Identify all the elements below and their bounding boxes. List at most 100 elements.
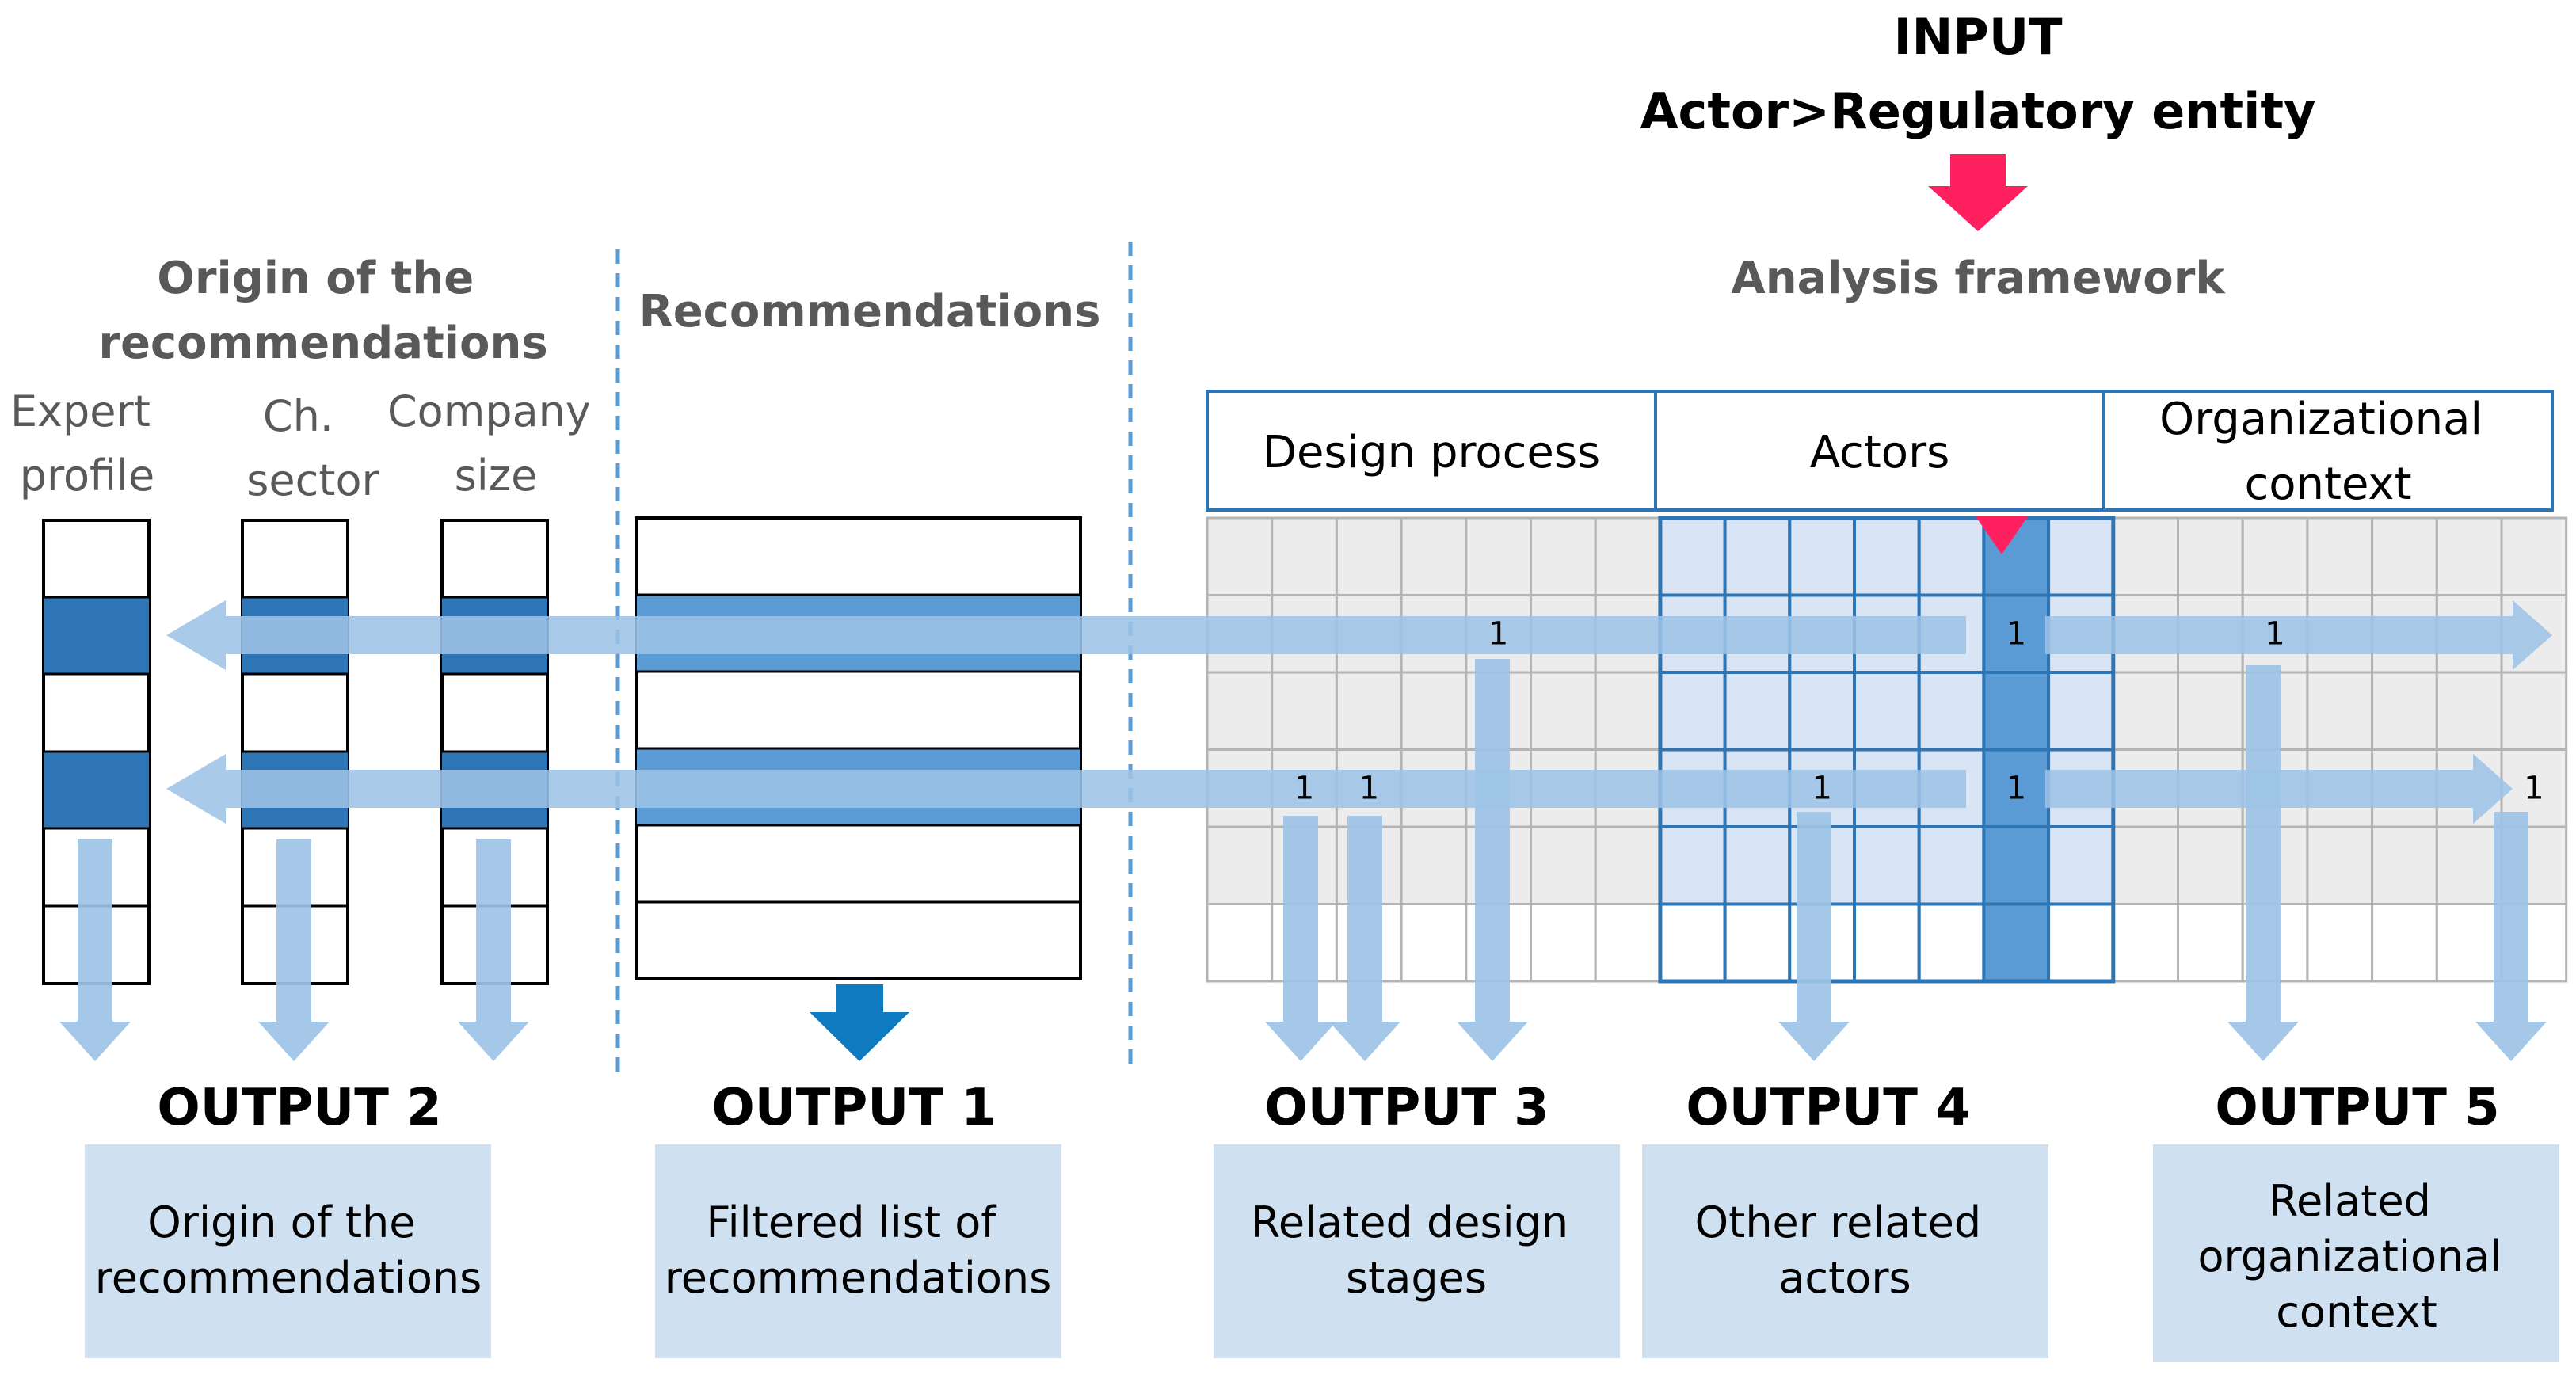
matrix-cell xyxy=(1853,671,1921,752)
matrix-cell xyxy=(1723,902,1792,983)
matrix-cell xyxy=(2306,903,2374,983)
output-3-text: Related design stages xyxy=(1251,1197,1583,1303)
actors-block-outline xyxy=(1658,516,2116,984)
matrix-cell xyxy=(1530,671,1597,751)
matrix-cell xyxy=(1530,825,1597,905)
matrix-cell xyxy=(1853,902,1921,983)
matrix-cell xyxy=(1658,671,1727,752)
matrix-cell xyxy=(1982,593,2051,674)
origin-column-label-ch-sector: Ch. sector xyxy=(246,391,379,505)
matrix-cell xyxy=(1335,516,1403,596)
matrix-cell xyxy=(1271,671,1338,751)
matrix-mark-one: 1 xyxy=(2265,615,2284,652)
org-col20-down-arrow xyxy=(2475,812,2547,1061)
matrix-cell xyxy=(1788,516,1857,597)
matrix-mark-one: 1 xyxy=(2006,770,2026,806)
framework-section-design-process: Design process xyxy=(1263,427,1600,478)
matrix-cell xyxy=(2500,516,2568,596)
matrix-cell xyxy=(2306,516,2374,596)
matrix-cell xyxy=(1206,516,1274,596)
row1-right-arrow xyxy=(2045,600,2552,670)
matrix-mark-one: 1 xyxy=(2006,615,2026,652)
input-arrow xyxy=(1928,154,2028,231)
matrix-cell xyxy=(1853,825,1921,906)
recommendations-list xyxy=(635,516,1082,980)
matrix-cell xyxy=(2371,825,2438,905)
matrix-cell xyxy=(1917,516,1986,597)
matrix-cell xyxy=(1982,671,2051,752)
matrix-cell xyxy=(1400,825,1468,905)
matrix-cell xyxy=(2500,671,2568,751)
row3-left-arrow xyxy=(166,754,1966,824)
matrix-cell xyxy=(1917,825,1986,906)
design-process-header-box xyxy=(1206,390,1657,512)
matrix-mark-one: 1 xyxy=(2524,770,2544,806)
output-1-box xyxy=(655,1144,1061,1358)
design-col1-down-arrow xyxy=(1265,816,1336,1061)
analysis-framework-header: Analysis framework xyxy=(1731,253,2226,304)
matrix-cell xyxy=(1658,825,1727,906)
output-2-box xyxy=(85,1144,491,1358)
output-3-box xyxy=(1214,1144,1620,1358)
matrix-cell xyxy=(1206,825,1274,905)
origin-stack-ch-sector xyxy=(241,519,349,985)
output-2-text: Origin of the recommendations xyxy=(95,1197,482,1303)
matrix-cell xyxy=(2306,671,2374,751)
origin-column-label-company-size: Company size xyxy=(387,386,604,501)
actors-header-box xyxy=(1654,390,2105,512)
matrix-cell xyxy=(1723,516,1792,597)
design-col4-down-arrow xyxy=(1457,659,1528,1061)
output-4-box xyxy=(1642,1144,2048,1358)
matrix-cell xyxy=(2177,516,2244,596)
input-entity: Actor>Regulatory entity xyxy=(1640,82,2316,140)
recommendations-header: Recommendations xyxy=(639,286,1101,337)
matrix-cell xyxy=(1465,516,1533,596)
ch-sector-down-arrow xyxy=(258,839,330,1061)
matrix-cell xyxy=(1982,825,2051,906)
matrix-mark-one: 1 xyxy=(1294,770,1314,806)
matrix-cell xyxy=(2177,903,2244,983)
matrix-cell xyxy=(2435,516,2503,596)
matrix-cell xyxy=(2371,516,2438,596)
framework-section-actors: Actors xyxy=(1810,427,1950,478)
matrix-cell xyxy=(1982,748,2051,828)
matrix-cell xyxy=(2112,671,2180,751)
organizational-context-header-box xyxy=(2102,390,2554,512)
output-5-text: Related organizational context xyxy=(2197,1176,2515,1337)
org-col16-down-arrow xyxy=(2227,665,2299,1061)
matrix-cell xyxy=(1982,902,2051,983)
matrix-cell xyxy=(1400,903,1468,983)
output-5-title: OUTPUT 5 xyxy=(2215,1079,2499,1137)
design-col2-down-arrow xyxy=(1329,816,1400,1061)
matrix-cell xyxy=(2047,902,2115,983)
matrix-cell xyxy=(2241,516,2309,596)
output-1-title: OUTPUT 1 xyxy=(711,1079,996,1137)
matrix-cell xyxy=(1723,671,1792,752)
matrix-cell xyxy=(2112,903,2180,983)
row1-left-arrow xyxy=(166,600,1966,670)
matrix-mark-one: 1 xyxy=(1359,770,1379,806)
actor-column-marker-triangle xyxy=(1976,516,2028,554)
matrix-cell xyxy=(1788,671,1857,752)
output-4-title: OUTPUT 4 xyxy=(1686,1079,1970,1137)
output-3-title: OUTPUT 3 xyxy=(1264,1079,1549,1137)
company-size-down-arrow xyxy=(458,839,529,1061)
framework-section-organizational-context: Organizational context xyxy=(2159,394,2497,510)
matrix-cell xyxy=(1658,516,1727,597)
vertical-output-arrows xyxy=(59,659,2547,1061)
matrix-cell xyxy=(1400,671,1468,751)
matrix-cell xyxy=(1400,516,1468,596)
matrix-cell xyxy=(2112,825,2180,905)
matrix-cell xyxy=(1658,902,1727,983)
matrix-cell xyxy=(2371,671,2438,751)
matrix-cell xyxy=(1917,671,1986,752)
origin-header: Origin of the recommendations xyxy=(98,253,547,369)
origin-column-label-expert-profile: Expert profile xyxy=(10,386,164,501)
output-1-text: Filtered list of recommendations xyxy=(665,1197,1052,1303)
matrix-cell xyxy=(2435,903,2503,983)
matrix-cell xyxy=(1594,825,1662,905)
matrix-cell xyxy=(2306,825,2374,905)
matrix-cell xyxy=(2047,516,2115,597)
